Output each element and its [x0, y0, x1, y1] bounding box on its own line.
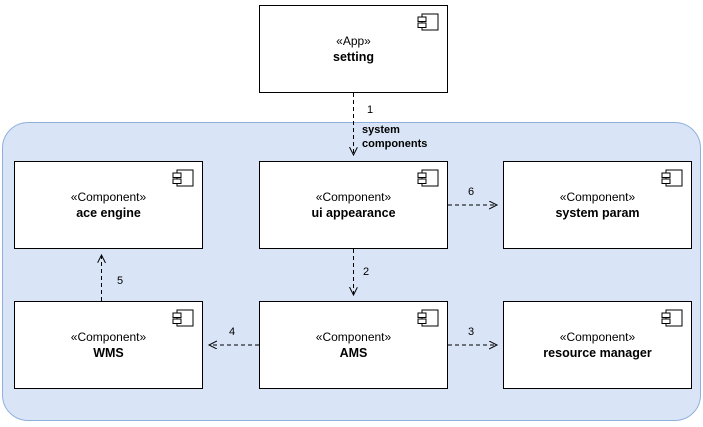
component-stereotype: «Component»	[559, 329, 636, 344]
component-icon	[417, 169, 439, 187]
component-icon	[661, 169, 683, 187]
component-name: system param	[555, 205, 640, 220]
component-name: setting	[333, 49, 374, 64]
component-wms[interactable]: «Component» WMS	[14, 301, 203, 389]
component-icon	[172, 309, 194, 327]
component-ace-engine[interactable]: «Component» ace engine	[14, 161, 203, 249]
edge-label-4-number: 4	[229, 326, 236, 338]
component-icon	[172, 169, 194, 187]
component-name: ace engine	[76, 205, 141, 220]
component-ams[interactable]: «Component» AMS	[259, 301, 448, 389]
component-stereotype: «Component»	[559, 189, 636, 204]
component-icon	[417, 13, 439, 31]
component-stereotype: «Component»	[70, 329, 147, 344]
component-stereotype: «Component»	[315, 189, 392, 204]
component-stereotype: «Component»	[315, 329, 392, 344]
component-icon	[661, 309, 683, 327]
component-name: WMS	[93, 345, 124, 360]
component-resource-manager[interactable]: «Component» resource manager	[503, 301, 692, 389]
edge-label-2-number: 2	[363, 266, 370, 278]
component-name: resource manager	[543, 345, 652, 360]
edge-label-6-number: 6	[468, 186, 475, 198]
component-icon	[417, 309, 439, 327]
component-setting[interactable]: «App» setting	[259, 5, 448, 93]
edge-label-1-caption-line2: components	[362, 138, 428, 150]
component-ui-appearance[interactable]: «Component» ui appearance	[259, 161, 448, 249]
edge-label-5-number: 5	[117, 275, 124, 287]
component-system-param[interactable]: «Component» system param	[503, 161, 692, 249]
edge-label-3-number: 3	[468, 326, 475, 338]
component-stereotype: «Component»	[70, 189, 147, 204]
component-stereotype: «App»	[336, 33, 371, 48]
edge-label-1-number: 1	[367, 104, 374, 116]
component-name: AMS	[339, 345, 368, 360]
component-name: ui appearance	[311, 205, 396, 220]
edge-label-1-caption-line1: system	[362, 124, 400, 136]
